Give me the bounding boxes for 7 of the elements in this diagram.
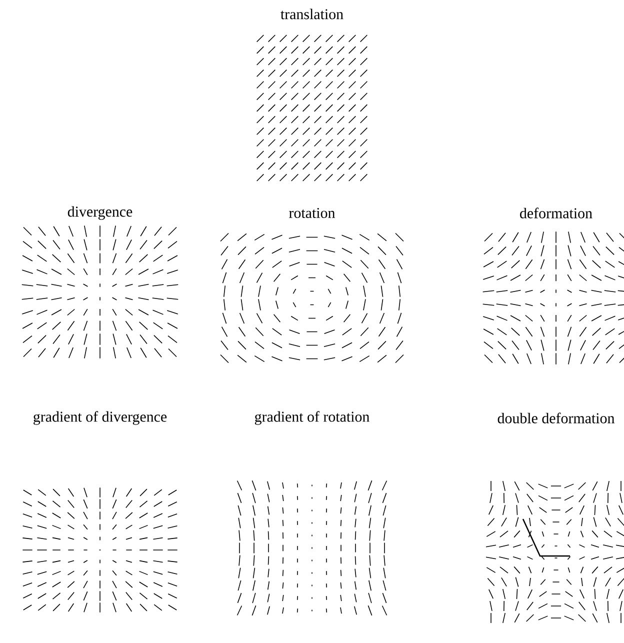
field-title: deformation xyxy=(520,208,592,218)
field-title: gradient of divergence xyxy=(34,411,167,425)
field-title: rotation xyxy=(289,208,336,218)
field-title: translation xyxy=(280,8,344,20)
field-title: gradient of rotation xyxy=(254,411,370,425)
field-title: double deformation xyxy=(498,412,614,424)
field-title: divergence xyxy=(68,206,132,220)
